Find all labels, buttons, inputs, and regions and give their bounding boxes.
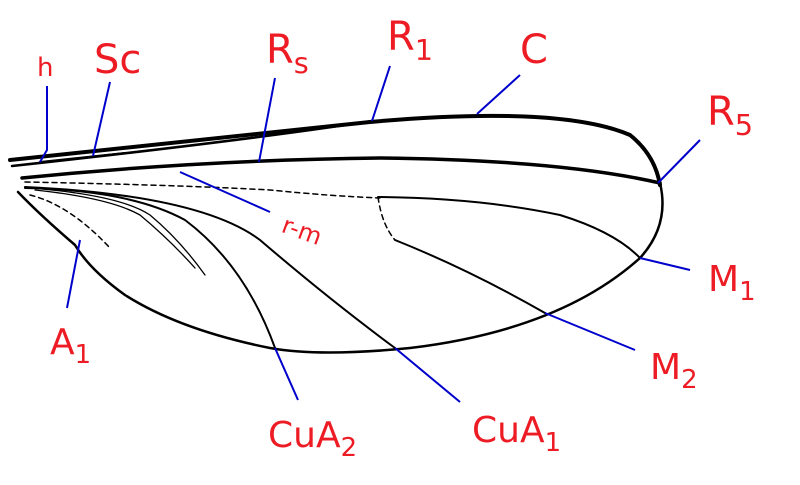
- m1-vein: [377, 196, 641, 259]
- costa-vein: [8, 113, 662, 187]
- label-rs-sub: s: [293, 46, 309, 81]
- label-a1: A1: [50, 322, 91, 369]
- fold-line-1: [29, 187, 206, 276]
- r-m-crossvein-dashed: [24, 181, 381, 199]
- leader-cua1: [394, 347, 461, 403]
- leader-rs: [258, 77, 276, 163]
- sc-vein: [39, 152, 126, 163]
- leader-sc: [92, 81, 111, 157]
- label-rs-main: R: [266, 27, 294, 73]
- r5-vein: [20, 156, 662, 185]
- label-r5-main: R: [707, 89, 735, 135]
- leader-m1: [639, 257, 691, 271]
- leader-r1: [371, 65, 391, 122]
- cua1-vein: [24, 186, 396, 349]
- leader-rm: [179, 171, 271, 213]
- fold-line-2: [34, 189, 196, 269]
- label-r1: R1: [387, 14, 433, 64]
- label-m1: M1: [708, 259, 756, 306]
- cua2-vein: [24, 187, 276, 349]
- label-m2-main: M: [650, 347, 682, 388]
- leader-lines: [39, 65, 701, 403]
- label-a1-main: A: [50, 322, 75, 363]
- label-rs: Rs: [266, 27, 309, 77]
- wing-margin: [16, 181, 664, 354]
- a1-vein-dashed: [29, 194, 111, 249]
- label-r1-main: R: [387, 14, 415, 60]
- label-cua1: CuA1: [472, 410, 561, 457]
- label-r5-sub: 5: [734, 108, 754, 143]
- label-sc-text: Sc: [94, 37, 142, 83]
- m-base-dashed: [377, 196, 396, 241]
- label-m1-main: M: [708, 259, 740, 300]
- leader-m2: [544, 312, 636, 351]
- label-m1-sub: 1: [739, 277, 756, 308]
- label-c-text: C: [520, 27, 548, 73]
- m2-vein: [394, 239, 546, 314]
- label-r5: R5: [707, 89, 753, 139]
- label-cua1-main: CuA: [472, 410, 545, 451]
- wing-veins: [8, 113, 664, 354]
- label-h: h: [37, 55, 53, 81]
- leader-c: [476, 74, 521, 115]
- label-c: C: [520, 30, 548, 70]
- leader-r5: [657, 139, 701, 184]
- label-cua2: CuA2: [268, 415, 357, 462]
- label-h-text: h: [37, 53, 54, 83]
- leader-a1: [66, 239, 81, 309]
- label-m2-sub: 2: [681, 365, 698, 396]
- label-sc: Sc: [94, 40, 141, 80]
- label-a1-sub: 1: [74, 340, 92, 371]
- label-m2: M2: [650, 347, 698, 394]
- leader-cua2: [274, 347, 299, 401]
- label-cua2-main: CuA: [268, 415, 341, 456]
- label-cua2-sub: 2: [340, 433, 358, 464]
- label-r1-sub: 1: [414, 33, 434, 68]
- label-cua1-sub: 1: [544, 428, 562, 459]
- leader-h: [39, 86, 48, 163]
